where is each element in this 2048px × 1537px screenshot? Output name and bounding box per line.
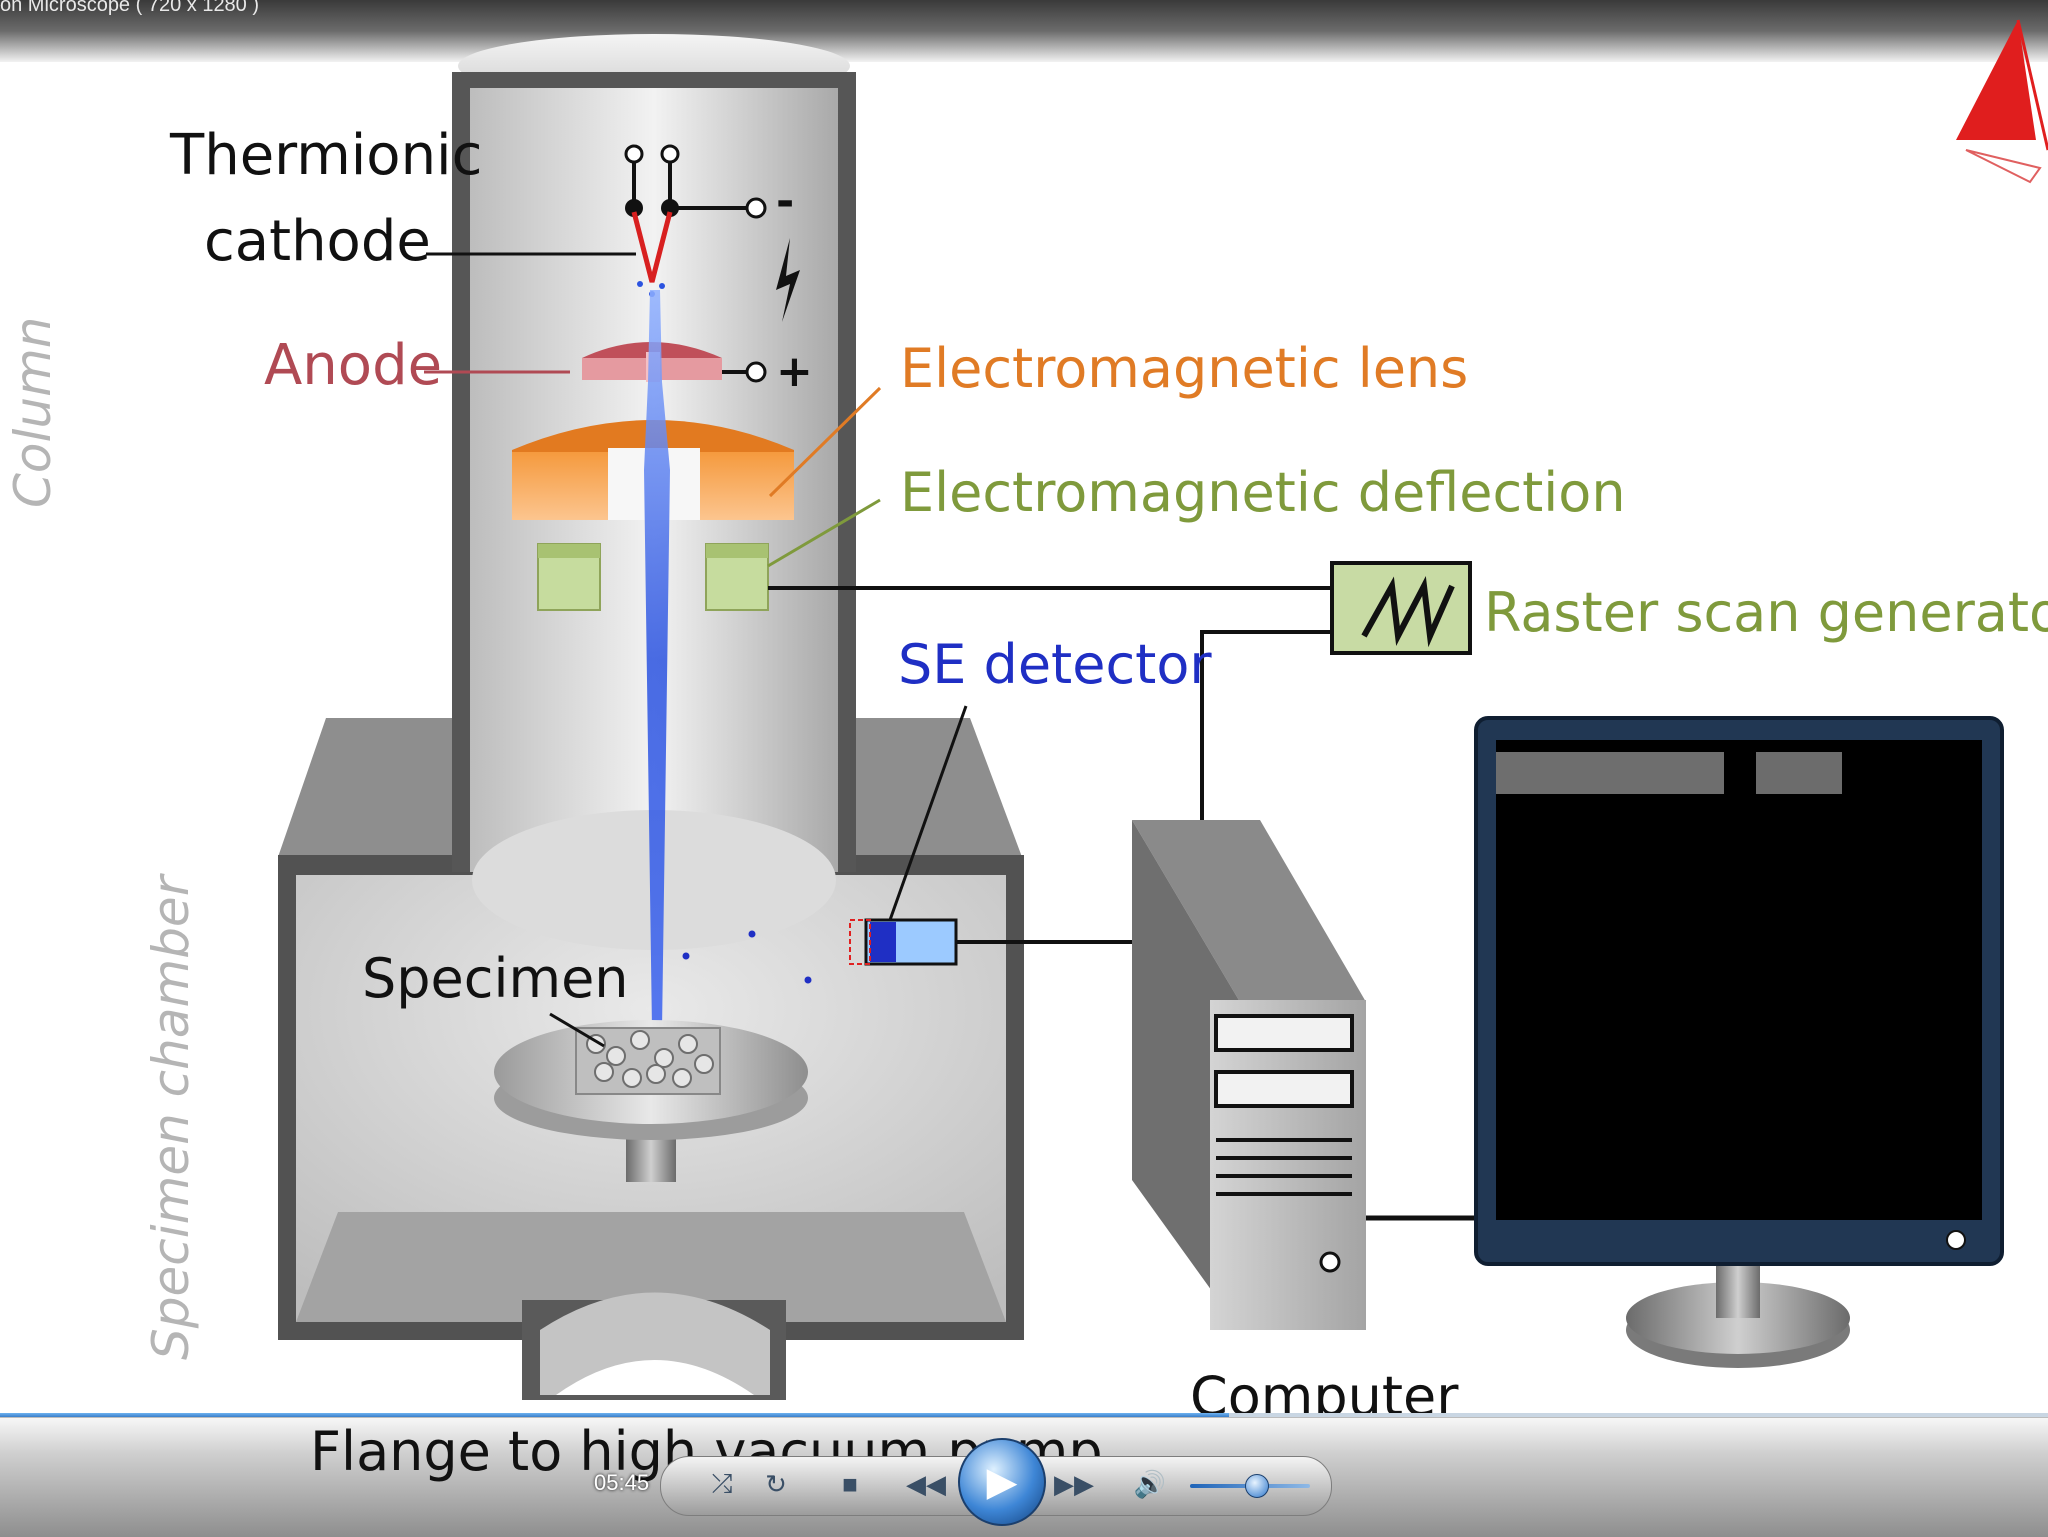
rewind-icon: ◀◀	[906, 1468, 946, 1499]
cathode-label-line2: cathode	[204, 209, 431, 274]
anode-label: Anode	[264, 333, 443, 398]
electromagnetic-deflection-label: Electromagnetic deflection	[900, 461, 1626, 524]
mute-button[interactable]: 🔊	[1128, 1464, 1172, 1504]
repeat-button[interactable]: ↻	[756, 1464, 796, 1504]
fast-forward-icon: ▶▶	[1054, 1468, 1094, 1499]
seek-bar[interactable]	[0, 1413, 2048, 1419]
thermionic-cathode	[426, 144, 800, 322]
play-icon: ▶	[986, 1460, 1018, 1504]
sawtooth-icon	[1361, 575, 1455, 648]
window-title: on Microscope ( 720 x 1280 )	[0, 0, 260, 16]
deflection-coils	[537, 498, 1332, 611]
raster-scan-generator	[1200, 561, 1472, 820]
logo-icon	[1956, 19, 2048, 184]
window-titlebar: on Microscope ( 720 x 1280 )	[0, 0, 2048, 62]
speaker-icon: 🔊	[1133, 1468, 1167, 1499]
elapsed-time: 05:45	[594, 1470, 650, 1495]
stop-icon: ■	[842, 1468, 858, 1499]
play-button[interactable]: ▶	[958, 1438, 1046, 1526]
repeat-icon: ↻	[765, 1468, 787, 1499]
column-label: Column	[4, 316, 62, 508]
stop-button[interactable]: ■	[830, 1464, 870, 1504]
volume-thumb[interactable]	[1245, 1474, 1269, 1498]
fast-forward-button[interactable]: ▶▶	[1046, 1464, 1102, 1504]
se-detector	[849, 705, 1136, 966]
cathode-label-line1: Thermionic	[170, 123, 483, 188]
rewind-button[interactable]: ◀◀	[898, 1464, 954, 1504]
shuffle-icon: ⤮	[711, 1468, 733, 1498]
monitor	[1474, 716, 2004, 1368]
minus-sign: -	[776, 176, 795, 227]
specimen-stage	[494, 1012, 808, 1182]
electron-beam	[644, 290, 670, 1030]
specimen-label: Specimen	[362, 947, 629, 1010]
lightning-icon	[776, 238, 800, 322]
specimen-chamber-label: Specimen chamber	[142, 875, 200, 1360]
raster-scan-generator-label: Raster scan generator	[1484, 581, 2048, 644]
electromagnetic-lens-label: Electromagnetic lens	[900, 337, 1469, 400]
computer-tower	[1132, 820, 1480, 1330]
seek-progress	[0, 1413, 1229, 1419]
se-detector-label: SE detector	[898, 633, 1212, 696]
shuffle-button[interactable]: ⤮	[702, 1464, 742, 1504]
secondary-electrons	[682, 930, 812, 984]
plus-sign: +	[776, 346, 813, 397]
